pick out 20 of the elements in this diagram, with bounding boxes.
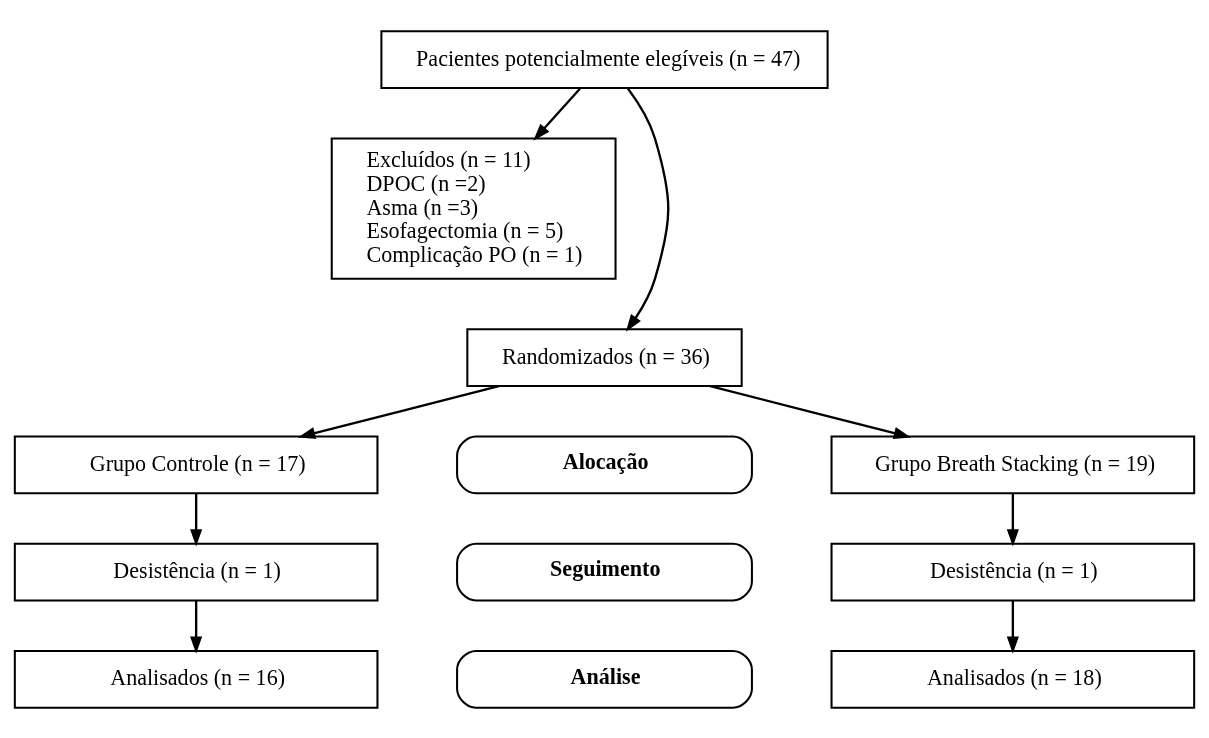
arrow xyxy=(1006,600,1019,654)
node-box: Randomizados (n = 36) xyxy=(466,327,743,387)
node-box: Alocação xyxy=(456,435,753,494)
node-box: Análise xyxy=(456,649,753,709)
arrow xyxy=(709,384,912,439)
arrow xyxy=(625,87,670,332)
node-box: Grupo Controle (n = 17) xyxy=(13,435,379,494)
node-box: Seguimento xyxy=(456,542,753,601)
node-box: Pacientes potencialmente elegíveis (n = 47) xyxy=(380,29,829,89)
node-box: Desistência (n = 1) xyxy=(830,542,1196,601)
arrow xyxy=(533,87,581,141)
arrow xyxy=(190,600,203,654)
node-box: Analisados (n = 16) xyxy=(13,649,379,709)
node-box: Grupo Breath Stacking (n = 19) xyxy=(830,435,1196,494)
node-box: Excluídos (n = 11) DPOC (n =2) Asma (n =3) Esofagectomia (n = 5) Complicação PO (n = 1) xyxy=(330,137,617,280)
arrow xyxy=(190,493,203,547)
arrow xyxy=(1006,493,1019,547)
node-box: Analisados (n = 18) xyxy=(830,649,1196,709)
node-box: Desistência (n = 1) xyxy=(13,542,379,601)
arrow xyxy=(297,384,500,439)
